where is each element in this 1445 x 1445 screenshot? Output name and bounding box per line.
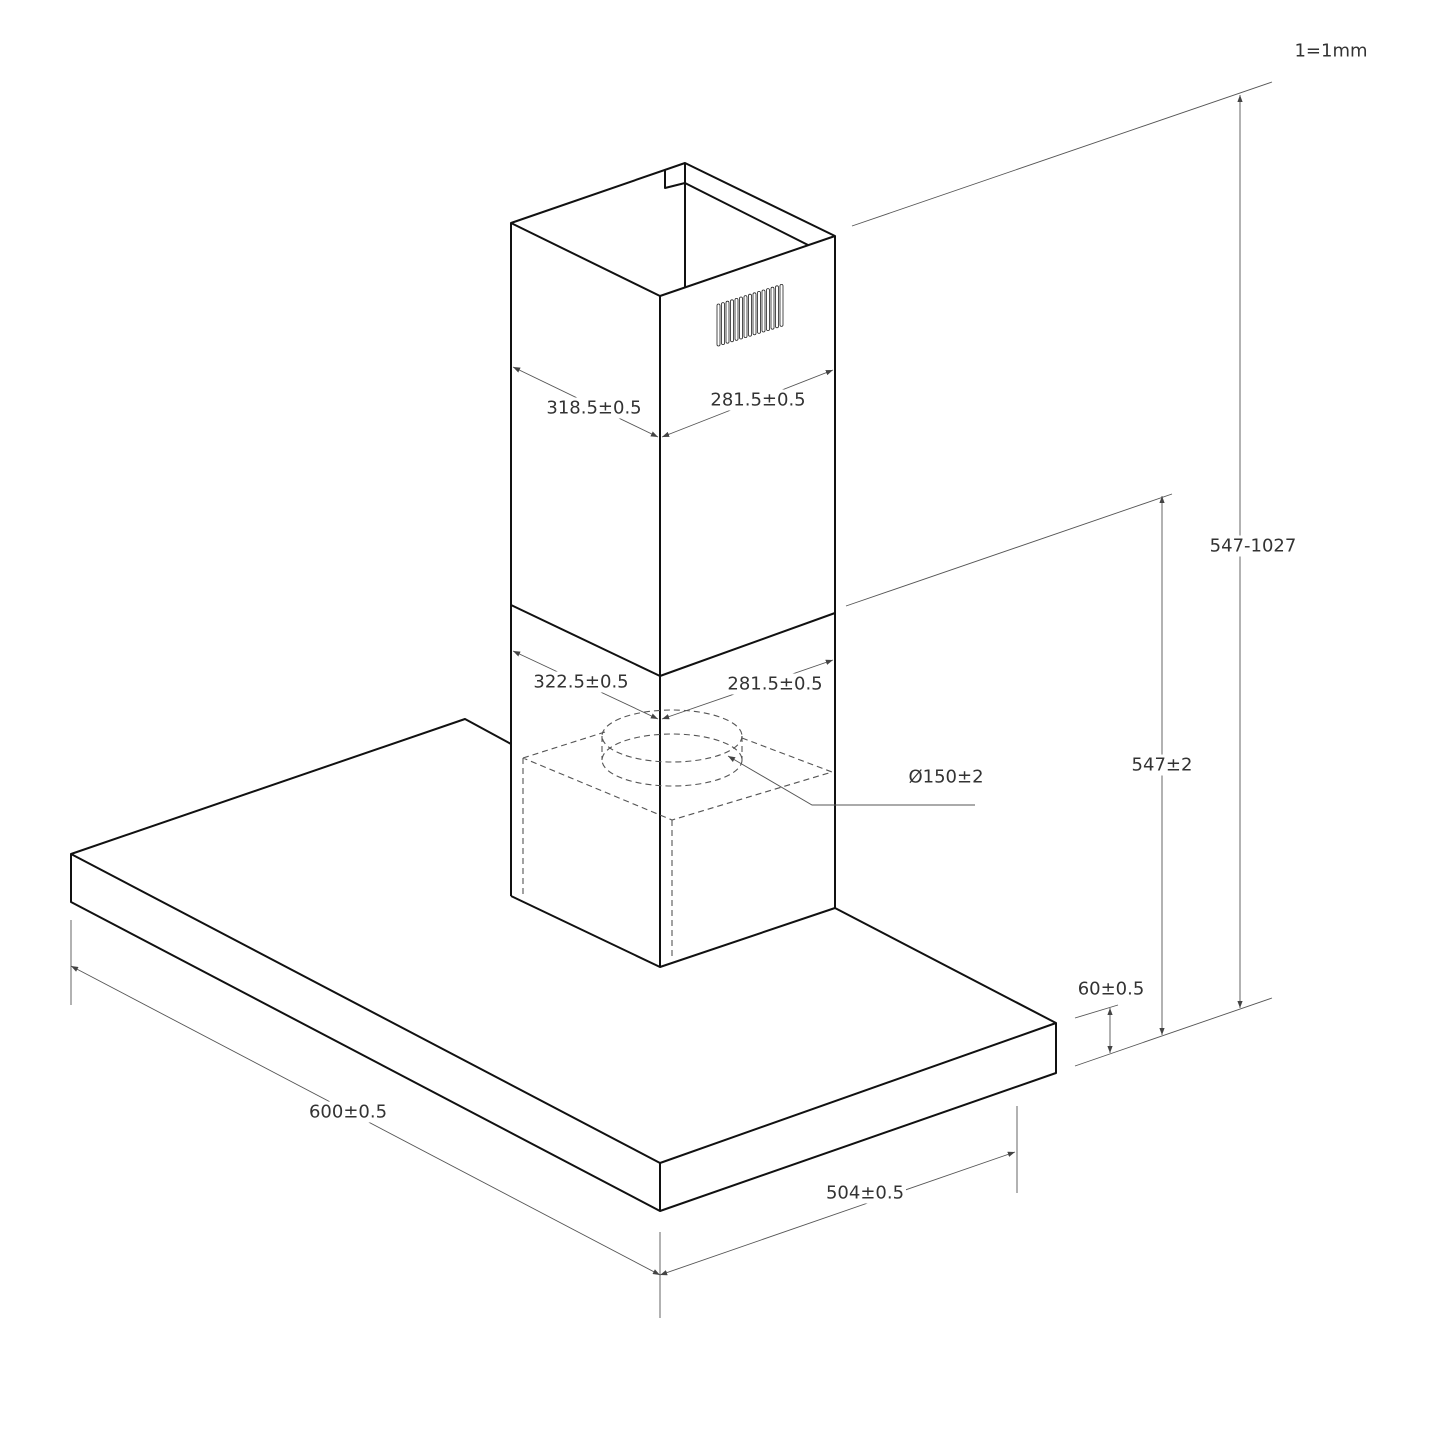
hood-height-label: 547±2 xyxy=(1129,754,1195,776)
lower-chimney xyxy=(510,895,836,968)
vent-slot xyxy=(752,292,757,336)
vent-slot xyxy=(721,302,725,346)
thickness-label: 60±0.5 xyxy=(1075,978,1147,1000)
hidden-motor-box xyxy=(522,709,834,960)
vent-slot xyxy=(743,295,748,339)
vent-slot xyxy=(761,289,766,333)
outlet-diameter-label: Ø150±2 xyxy=(908,766,984,788)
vent-slot xyxy=(766,288,770,332)
vent-slot xyxy=(757,290,761,334)
vent-slot xyxy=(770,286,775,330)
vent-slot xyxy=(725,300,730,344)
upper-chimney-width-label: 318.5±0.5 xyxy=(544,397,644,419)
dimension-lines xyxy=(70,81,1273,1318)
vent-slot xyxy=(734,297,739,341)
vent-slot xyxy=(748,293,752,337)
total-height-label: 547-1027 xyxy=(1207,535,1299,557)
vent-slot xyxy=(716,303,721,347)
vent-slot xyxy=(779,283,784,327)
vent-slot xyxy=(739,296,743,340)
vent-slot xyxy=(775,285,779,329)
depth-label: 504±0.5 xyxy=(823,1182,907,1204)
vent-slot xyxy=(730,299,734,343)
upper-chimney-depth-label: 281.5±0.5 xyxy=(708,389,808,411)
vent-slots-icon xyxy=(716,283,784,347)
upper-chimney xyxy=(510,162,836,967)
hood-body xyxy=(70,718,1057,1212)
width-label: 600±0.5 xyxy=(306,1101,390,1123)
lower-chimney-width-label: 322.5±0.5 xyxy=(531,671,631,693)
scale-note: 1=1mm xyxy=(1294,40,1368,62)
lower-chimney-depth-label: 281.5±0.5 xyxy=(725,673,825,695)
